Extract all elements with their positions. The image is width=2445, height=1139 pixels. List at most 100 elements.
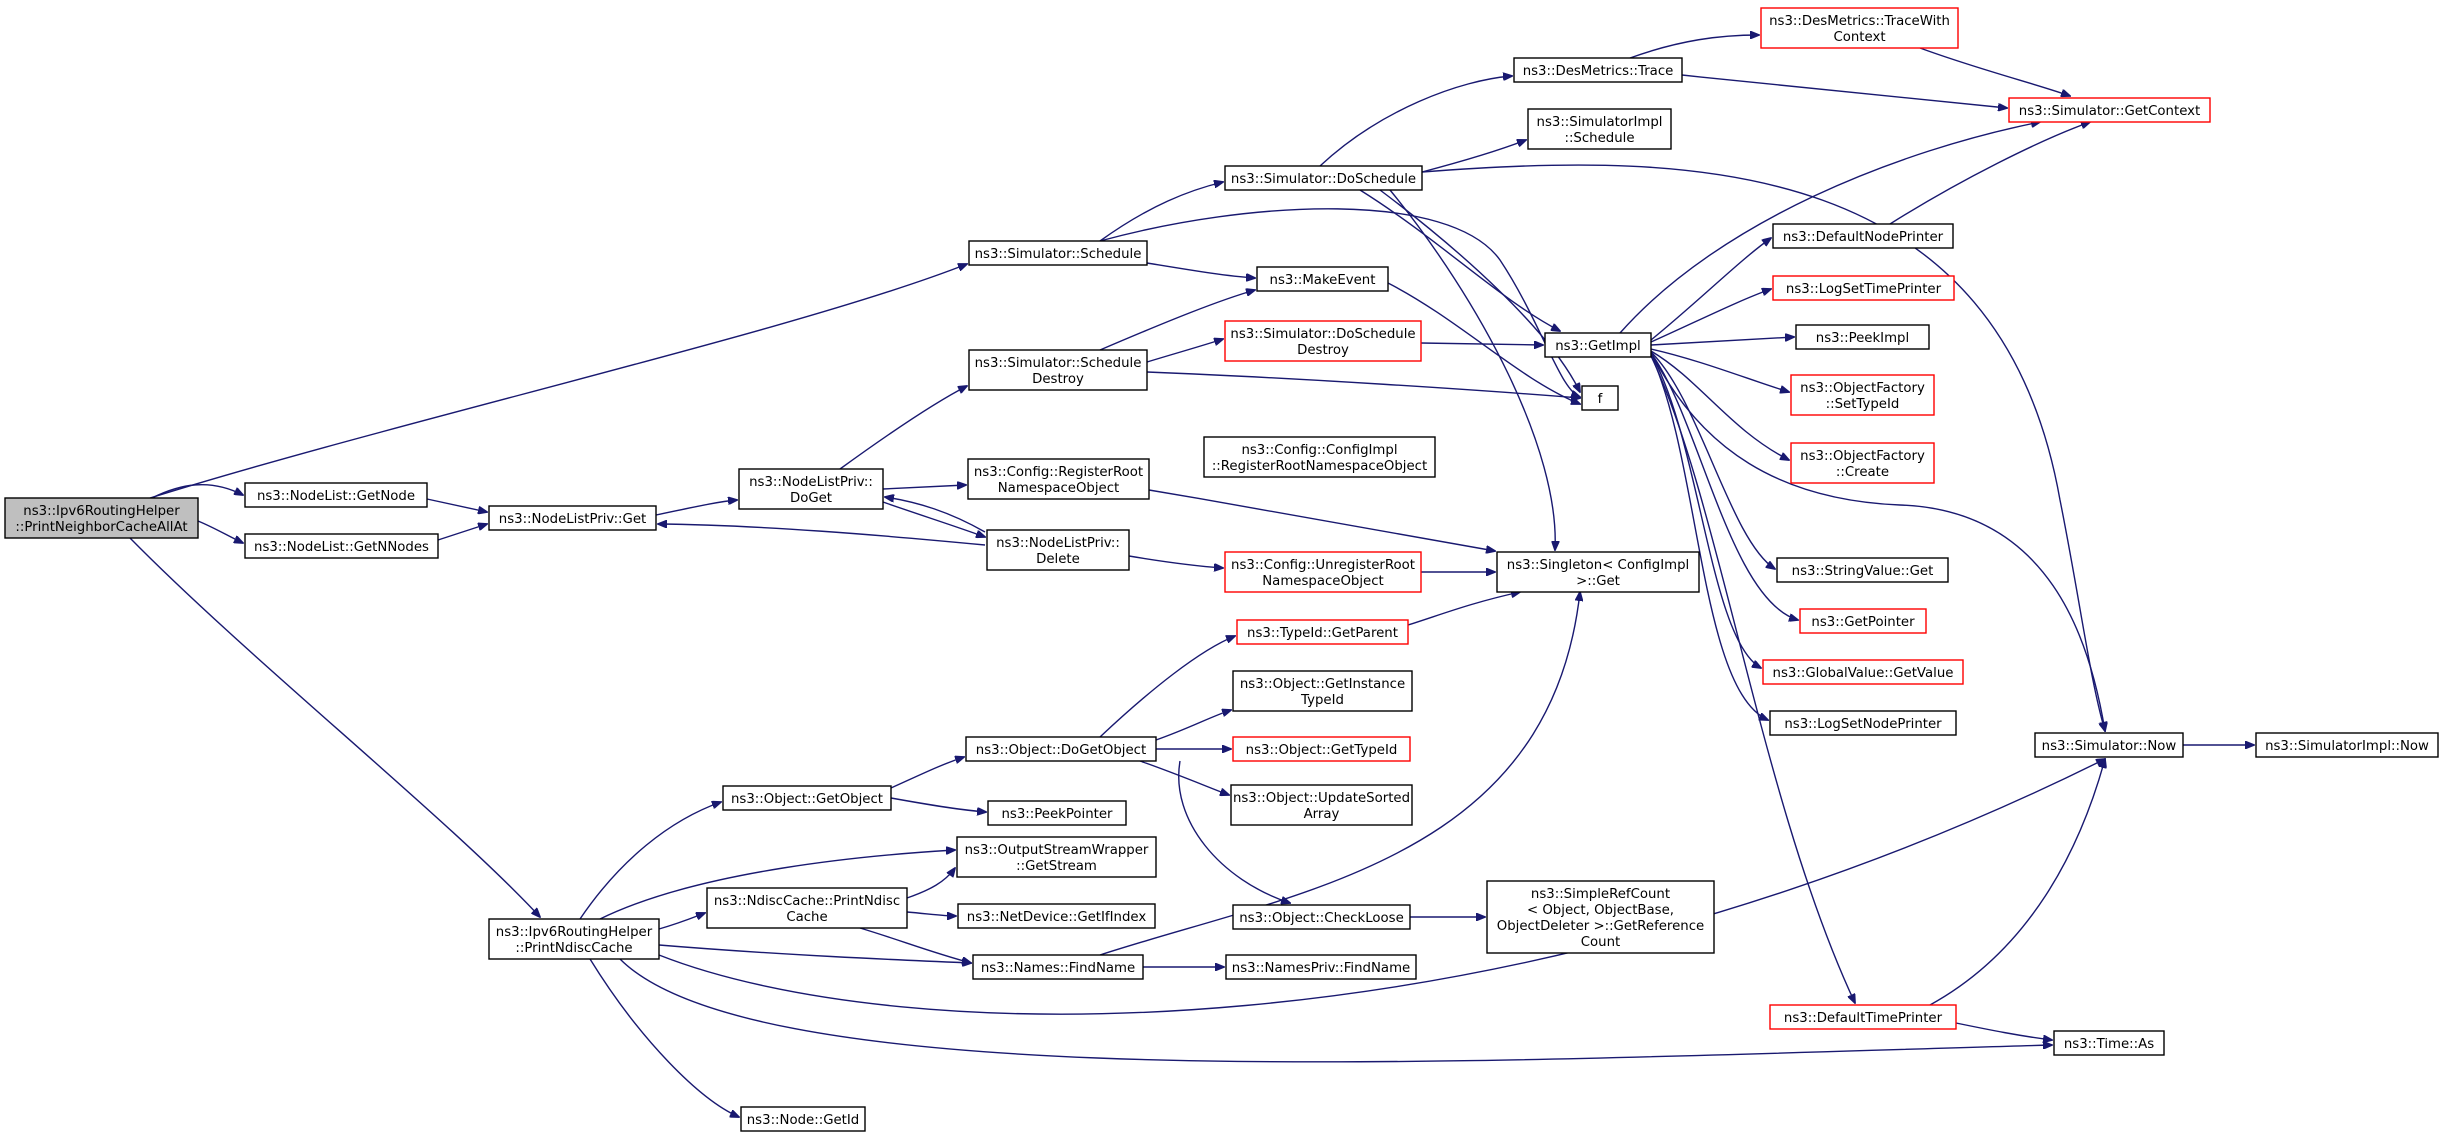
node-label: ns3::NodeList::GetNNodes	[254, 540, 429, 555]
node-box	[1776, 557, 1949, 583]
edge-path	[1650, 348, 1789, 392]
edge-nlp_delete-to-nlp_get	[658, 524, 986, 546]
node-cfgimpl_register[interactable]: ns3::Config::ConfigImpl::RegisterRootNam…	[1203, 436, 1436, 478]
node-label: >::Get	[1576, 574, 1620, 589]
node-sim_schedule[interactable]: ns3::Simulator::Schedule	[968, 240, 1148, 266]
node-cfg_unregister[interactable]: ns3::Config::UnregisterRootNamespaceObje…	[1224, 551, 1422, 593]
node-getimpl[interactable]: ns3::GetImpl	[1544, 332, 1652, 358]
node-label: ::SetTypeId	[1826, 397, 1900, 412]
node-globalvalue_get[interactable]: ns3::GlobalValue::GetValue	[1762, 659, 1964, 685]
node-peekpointer[interactable]: ns3::PeekPointer	[987, 800, 1127, 826]
edge-path	[1146, 339, 1223, 363]
edge-path	[1650, 351, 2105, 731]
node-sim_getcontext[interactable]: ns3::Simulator::GetContext	[2008, 97, 2211, 123]
node-obj_gettypeid[interactable]: ns3::Object::GetTypeId	[1232, 736, 1411, 762]
node-singleton_get[interactable]: ns3::Singleton< ConfigImpl >::Get	[1496, 551, 1700, 593]
node-simimpl_schedule[interactable]: ns3::SimulatorImpl::Schedule	[1527, 108, 1672, 150]
node-logset_node[interactable]: ns3::LogSetNodePrinter	[1769, 710, 1957, 736]
node-nl_getnnodes[interactable]: ns3::NodeList::GetNNodes	[244, 533, 439, 559]
node-namespriv_findname[interactable]: ns3::NamesPriv::FindName	[1225, 954, 1417, 980]
node-objfac_create[interactable]: ns3::ObjectFactory::Create	[1790, 442, 1935, 484]
node-typeid_getparent[interactable]: ns3::TypeId::GetParent	[1236, 619, 1409, 645]
edge-path	[1148, 489, 1495, 551]
node-root[interactable]: ns3::Ipv6RoutingHelper::PrintNeighborCac…	[4, 497, 199, 539]
edge-path	[1146, 371, 1580, 398]
node-sim_doschedule[interactable]: ns3::Simulator::DoSchedule	[1224, 165, 1423, 191]
edge-path	[882, 501, 985, 537]
edge-sim_sched_destroy-to-f	[1146, 371, 1580, 398]
node-objfac_settypeid[interactable]: ns3::ObjectFactory::SetTypeId	[1790, 374, 1935, 416]
node-box	[4, 497, 199, 539]
node-box	[488, 505, 657, 531]
edge-ipv6_printndisc-to-osw_getstream	[599, 850, 955, 920]
node-default_node_printer[interactable]: ns3::DefaultNodePrinter	[1772, 223, 1954, 249]
node-box	[244, 482, 428, 508]
edge-path	[1139, 760, 1229, 795]
node-cfg_register[interactable]: ns3::Config::RegisterRootNamespaceObject	[967, 458, 1150, 500]
node-box	[956, 836, 1157, 878]
node-label: ns3::NodeListPriv::Get	[499, 512, 646, 527]
node-simimpl_now[interactable]: ns3::SimulatorImpl::Now	[2255, 732, 2439, 758]
node-box	[986, 529, 1130, 571]
node-obj_getobject[interactable]: ns3::Object::GetObject	[722, 785, 892, 811]
edge-path	[1099, 290, 1255, 351]
edge-path	[1389, 189, 1555, 550]
node-names_findname[interactable]: ns3::Names::FindName	[972, 954, 1144, 980]
node-f[interactable]: f	[1581, 385, 1619, 411]
node-desm_trace[interactable]: ns3::DesMetrics::Trace	[1513, 57, 1683, 83]
node-label: ns3::Singleton< ConfigImpl	[1507, 558, 1689, 573]
node-box	[706, 887, 908, 929]
edge-path	[1421, 140, 1526, 173]
edge-ndisc_print-to-netdev_getifindex	[906, 911, 956, 916]
edge-path	[1099, 208, 1580, 397]
node-label: ::Schedule	[1564, 131, 1634, 146]
node-time_as[interactable]: ns3::Time::As	[2053, 1030, 2165, 1056]
node-box	[1224, 320, 1422, 362]
node-box	[1762, 659, 1964, 685]
node-ipv6_printndisc[interactable]: ns3::Ipv6RoutingHelper::PrintNdiscCache	[488, 918, 660, 960]
node-label: ns3::NodeList::GetNode	[257, 489, 415, 504]
node-logset_time[interactable]: ns3::LogSetTimePrinter	[1772, 275, 1955, 301]
node-osw_getstream[interactable]: ns3::OutputStreamWrapper::GetStream	[956, 836, 1157, 878]
edge-obj_getobject-to-obj_dogetobject	[890, 757, 964, 789]
node-label: Destroy	[1297, 343, 1349, 358]
edge-getimpl-to-globalvalue_get	[1650, 353, 1761, 668]
edge-path	[658, 524, 986, 546]
edge-getimpl-to-objfac_settypeid	[1650, 348, 1789, 392]
node-obj_checkloose[interactable]: ns3::Object::CheckLoose	[1232, 904, 1411, 930]
node-obj_dogetobject[interactable]: ns3::Object::DoGetObject	[965, 736, 1157, 762]
node-nlp_get[interactable]: ns3::NodeListPriv::Get	[488, 505, 657, 531]
node-box	[1581, 385, 1619, 411]
node-stringvalue_get[interactable]: ns3::StringValue::Get	[1776, 557, 1949, 583]
node-label: ns3::PeekImpl	[1816, 331, 1909, 346]
node-netdev_getifindex[interactable]: ns3::NetDevice::GetIfIndex	[957, 903, 1156, 929]
node-peekimpl[interactable]: ns3::PeekImpl	[1795, 324, 1930, 350]
node-label: ns3::Object::GetObject	[731, 792, 883, 807]
node-getpointer[interactable]: ns3::GetPointer	[1799, 608, 1927, 634]
node-node_getid[interactable]: ns3::Node::GetId	[740, 1106, 866, 1132]
node-ndisc_print[interactable]: ns3::NdiscCache::PrintNdiscCache	[706, 887, 908, 929]
node-label: DoGet	[790, 491, 832, 506]
node-makeevent[interactable]: ns3::MakeEvent	[1256, 266, 1389, 292]
edge-path	[1178, 760, 1290, 903]
edge-path	[882, 485, 966, 490]
node-simplerefcount[interactable]: ns3::SimpleRefCount< Object, ObjectBase,…	[1486, 880, 1715, 954]
edge-default_time_printer-to-time_as	[1955, 1022, 2052, 1040]
node-nlp_doget[interactable]: ns3::NodeListPriv::DoGet	[738, 468, 884, 510]
node-nlp_delete[interactable]: ns3::NodeListPriv::Delete	[986, 529, 1130, 571]
node-default_time_printer[interactable]: ns3::DefaultTimePrinter	[1769, 1004, 1957, 1030]
node-label: ns3::DesMetrics::Trace	[1523, 64, 1674, 79]
node-label: ns3::Simulator::Schedule	[975, 247, 1142, 262]
node-sim_now[interactable]: ns3::Simulator::Now	[2034, 732, 2184, 758]
node-nl_getnode[interactable]: ns3::NodeList::GetNode	[244, 482, 428, 508]
edge-getimpl-to-peekimpl	[1650, 337, 1794, 346]
edge-sim_sched_destroy-to-makeevent	[1099, 290, 1255, 351]
node-label: Cache	[786, 910, 827, 925]
node-label: ns3::Time::As	[2064, 1037, 2154, 1052]
node-box	[1799, 608, 1927, 634]
